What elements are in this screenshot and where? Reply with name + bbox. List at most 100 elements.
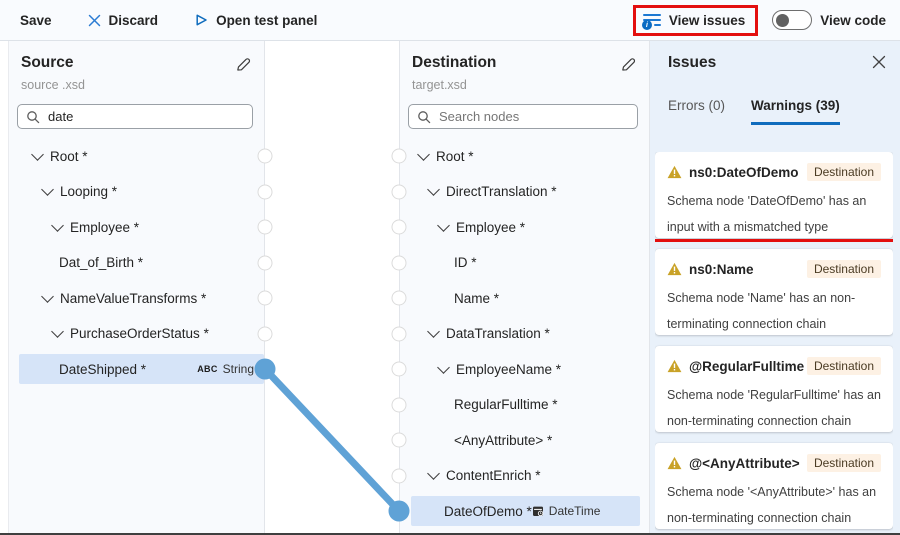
chevron-down-icon[interactable] xyxy=(417,147,430,161)
destination-badge: Destination xyxy=(806,454,881,472)
tree-node-dateofdemo-selected[interactable]: DateOfDemo * DateTime xyxy=(411,496,640,526)
connection-port[interactable] xyxy=(257,326,273,341)
tree-node-label: Root * xyxy=(436,148,474,164)
tree-node-label: Employee * xyxy=(456,219,526,235)
tree-node-namevaluetransforms[interactable]: NameValueTransforms * xyxy=(19,283,264,313)
connection-port[interactable] xyxy=(257,184,273,199)
tree-node-looping[interactable]: Looping * xyxy=(19,177,264,207)
tree-node-directtranslation[interactable]: DirectTranslation * xyxy=(411,177,640,207)
view-issues-annotation-box: i View issues xyxy=(632,4,759,36)
chevron-down-icon[interactable] xyxy=(437,218,450,232)
view-issues-button[interactable]: i View issues xyxy=(641,11,745,30)
tree-node-contentenrich[interactable]: ContentEnrich * xyxy=(411,461,640,491)
tree-node-dateshipped-selected[interactable]: DateShipped * ABC String xyxy=(19,354,264,384)
connection-port[interactable] xyxy=(391,432,407,448)
connection-port[interactable] xyxy=(257,148,273,164)
tree-node-label: DateShipped * xyxy=(59,361,147,377)
chevron-down-icon[interactable] xyxy=(51,325,64,338)
warning-message: Schema node 'DateOfDemo' has an input wi… xyxy=(667,194,867,234)
chevron-down-icon[interactable] xyxy=(427,467,440,480)
tree-node-label: DataTranslation * xyxy=(446,326,550,341)
tree-node-label: ID * xyxy=(454,255,477,270)
tab-warnings[interactable]: Warnings (39) xyxy=(751,98,840,125)
tree-node-label: <AnyAttribute> * xyxy=(454,432,553,448)
source-tree: Root * Looping * Employee * Dat_of_Birth… xyxy=(9,141,264,533)
source-search-input[interactable] xyxy=(46,108,244,125)
chevron-down-icon[interactable] xyxy=(41,183,54,196)
connection-port[interactable] xyxy=(257,290,273,306)
warning-message: Schema node 'RegularFulltime' has an non… xyxy=(667,388,881,428)
connection-port[interactable] xyxy=(391,361,407,377)
tree-node-label: Root * xyxy=(50,148,88,164)
destination-tree: Root * DirectTranslation * Employee * ID… xyxy=(400,141,649,533)
connection-port[interactable] xyxy=(391,184,407,199)
open-test-panel-label: Open test panel xyxy=(216,12,318,28)
connection-port[interactable] xyxy=(257,219,273,235)
tree-node-employeename[interactable]: EmployeeName * xyxy=(411,354,640,384)
edit-destination-schema-icon[interactable] xyxy=(620,56,637,73)
discard-button-label: Discard xyxy=(108,12,159,28)
tree-node-dat-of-birth[interactable]: Dat_of_Birth * xyxy=(19,248,264,278)
connection-port[interactable] xyxy=(391,148,407,164)
warning-node-name: ns0:Name xyxy=(689,261,754,277)
chevron-down-icon[interactable] xyxy=(437,360,450,374)
connection-port[interactable] xyxy=(391,255,407,270)
connection-port[interactable] xyxy=(391,468,407,483)
destination-schema-filename: target.xsd xyxy=(412,78,467,92)
save-button[interactable]: Save xyxy=(8,7,64,34)
tree-node-datatranslation[interactable]: DataTranslation * xyxy=(411,319,640,349)
tree-node-root[interactable]: Root * xyxy=(411,141,640,171)
warning-card-name[interactable]: ns0:Name Destination Schema node 'Name' … xyxy=(655,249,893,335)
view-code-toggle[interactable] xyxy=(772,10,813,30)
tree-node-anyattribute[interactable]: <AnyAttribute> * xyxy=(411,425,640,455)
toolbar: Save Discard Open test panel i View issu… xyxy=(0,0,900,41)
connection-port[interactable] xyxy=(391,326,407,341)
open-test-panel-button[interactable]: Open test panel xyxy=(182,7,329,34)
tree-node-root[interactable]: Root * xyxy=(19,141,264,171)
tree-node-label: Looping * xyxy=(60,184,118,199)
tree-node-label: RegularFulltime * xyxy=(454,397,558,412)
warning-message: Schema node 'Name' has an non-terminatin… xyxy=(667,291,856,331)
chevron-down-icon[interactable] xyxy=(427,183,440,196)
connection-port[interactable] xyxy=(391,397,407,412)
warning-card-dateofdemo[interactable]: ns0:DateOfDemo Destination Schema node '… xyxy=(655,152,893,242)
close-icon[interactable] xyxy=(871,54,887,70)
warning-card-anyattribute[interactable]: @<AnyAttribute> Destination Schema node … xyxy=(655,443,893,529)
issues-tabs: Errors (0) Warnings (39) xyxy=(668,98,840,125)
chevron-down-icon[interactable] xyxy=(31,147,44,161)
tree-node-label: NameValueTransforms * xyxy=(60,290,207,306)
destination-panel: Destination target.xsd Root * DirectTran… xyxy=(399,41,650,533)
tree-node-name[interactable]: Name * xyxy=(411,283,640,313)
tab-errors[interactable]: Errors (0) xyxy=(668,98,725,113)
source-search-box xyxy=(17,104,253,129)
string-type-icon: ABC xyxy=(197,364,218,374)
discard-button[interactable]: Discard xyxy=(76,7,171,34)
connection-port[interactable] xyxy=(257,255,273,270)
tree-node-id[interactable]: ID * xyxy=(411,248,640,278)
chevron-down-icon[interactable] xyxy=(41,289,54,303)
info-badge-icon: i xyxy=(641,19,652,30)
tree-node-employee[interactable]: Employee * xyxy=(19,212,264,242)
warning-card-regularfulltime[interactable]: @RegularFulltime Destination Schema node… xyxy=(655,346,893,432)
connection-port[interactable] xyxy=(391,290,407,306)
chevron-down-icon[interactable] xyxy=(51,218,64,232)
warning-icon xyxy=(667,165,682,179)
tree-node-purchaseorderstatus[interactable]: PurchaseOrderStatus * xyxy=(19,319,264,349)
tree-node-regularfulltime[interactable]: RegularFulltime * xyxy=(411,390,640,420)
issues-panel-title: Issues xyxy=(668,54,717,71)
destination-badge: Destination xyxy=(806,357,881,375)
destination-search-input[interactable] xyxy=(437,108,629,125)
connection-port[interactable] xyxy=(391,219,407,235)
source-schema-filename: source .xsd xyxy=(21,78,85,92)
node-type-badge: ABC String xyxy=(197,362,264,376)
chevron-down-icon[interactable] xyxy=(427,325,440,338)
warning-message: Schema node '<AnyAttribute>' has an non-… xyxy=(667,485,877,525)
source-panel-title: Source xyxy=(21,54,74,71)
destination-panel-title: Destination xyxy=(412,54,497,71)
destination-badge: Destination xyxy=(806,260,881,278)
edit-source-schema-icon[interactable] xyxy=(235,56,252,73)
tree-node-employee[interactable]: Employee * xyxy=(411,212,640,242)
destination-search-box xyxy=(408,104,638,129)
play-icon xyxy=(196,14,207,26)
